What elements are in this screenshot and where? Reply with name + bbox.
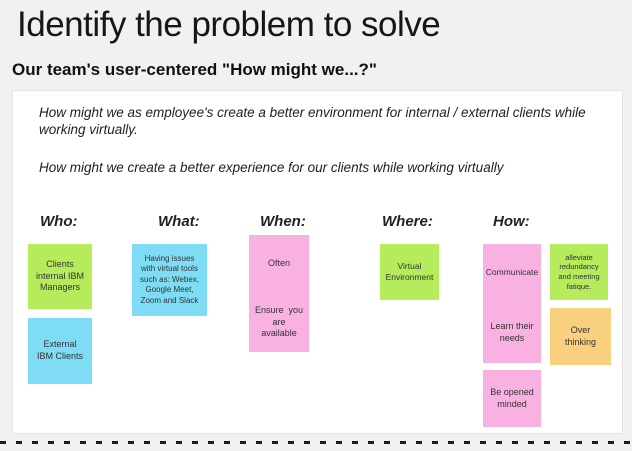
column-header-who: Who: [40,213,78,230]
column-header-how: How: [493,213,530,230]
sticky-note-often[interactable]: Often [249,235,309,293]
hmw-statement-2: How might we create a better experience … [39,160,504,175]
page-title: Identify the problem to solve [17,5,441,44]
sticky-note-over-thinking[interactable]: Over thinking [550,308,611,365]
frame-boundary-dashed-line [0,441,632,444]
column-header-when: When: [260,213,306,230]
sticky-note-communicate[interactable]: Communicate [483,244,541,302]
column-header-what: What: [158,213,200,230]
sticky-note-be-opened-minded[interactable]: Be opened minded [483,370,541,427]
sticky-note-learn-their-needs[interactable]: Learn their needs [483,302,541,363]
page-subtitle: Our team's user-centered "How might we..… [12,60,377,79]
sticky-note-having-issues-virtual-tools[interactable]: Having issues with virtual tools such as… [132,244,207,316]
hmw-statement-1: How might we as employee's create a bett… [39,105,586,137]
hmw-statements: How might we as employee's create a bett… [39,104,604,197]
sticky-note-clients-internal-ibm-managers[interactable]: Clients internal IBM Managers [28,244,92,309]
sticky-note-ensure-you-are-available[interactable]: Ensure you are available [249,293,309,352]
column-header-where: Where: [382,213,433,230]
sticky-note-external-ibm-clients[interactable]: External IBM Clients [28,318,92,384]
how-might-we-board: How might we as employee's create a bett… [12,90,623,434]
sticky-note-alleviate-redundancy[interactable]: alleviate redundancy and meeting fatique… [550,244,608,300]
sticky-note-virtual-environment[interactable]: Virtual Environment [380,244,439,300]
